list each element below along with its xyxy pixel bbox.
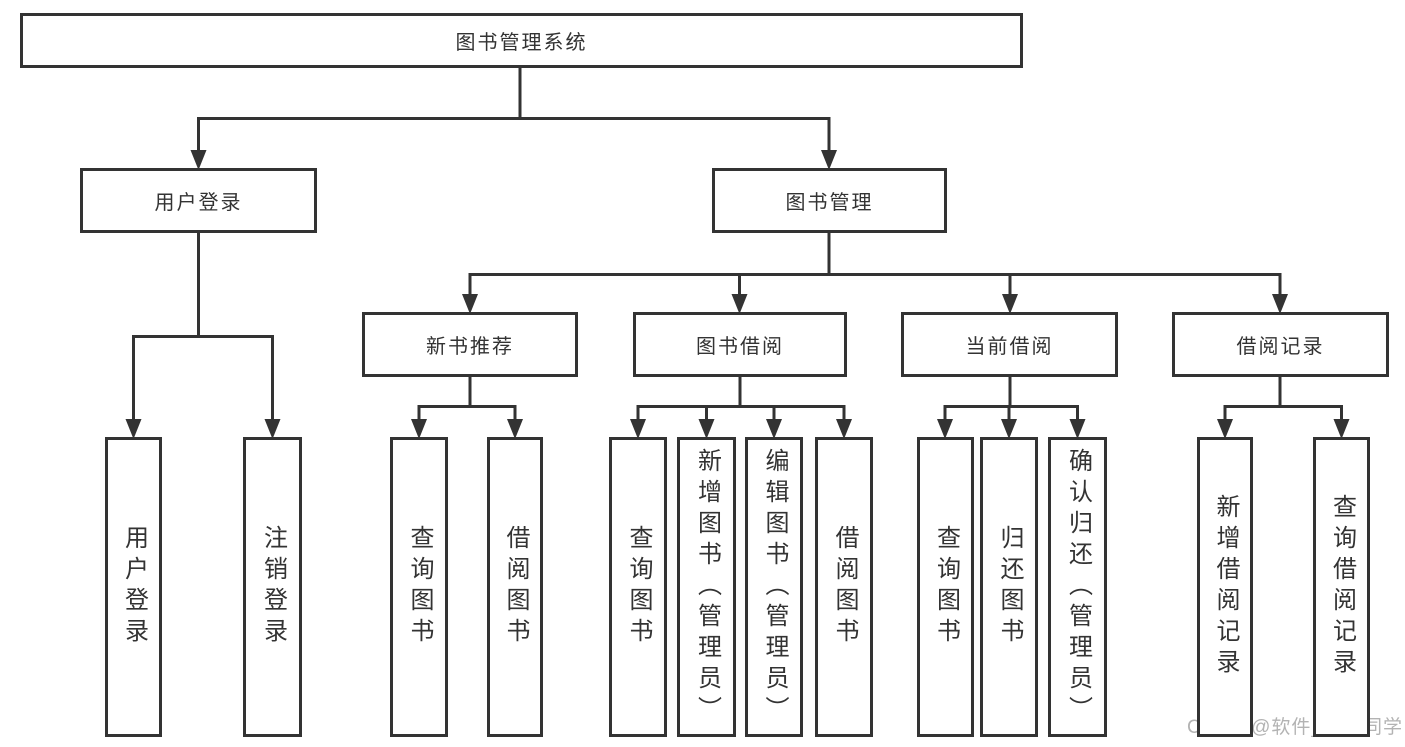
- node-query-books-current: 查询图书: [917, 437, 974, 737]
- arrowhead-down-icon: [821, 150, 837, 170]
- arrowhead-down-icon: [698, 419, 715, 439]
- arrowhead-down-icon: [836, 419, 852, 439]
- node-add-books-admin: 新增图书（管理员）: [677, 437, 736, 737]
- connector-line: [468, 273, 1282, 292]
- node-borrowing-records: 借阅记录: [1172, 312, 1389, 377]
- arrowhead-down-icon: [190, 150, 207, 170]
- arrowhead-down-icon: [1272, 294, 1288, 314]
- node-query-books-borrow: 查询图书: [609, 437, 667, 737]
- node-current-borrowing: 当前借阅: [901, 312, 1118, 377]
- connector-line: [132, 335, 274, 352]
- node-query-books-recommend: 查询图书: [390, 437, 448, 737]
- node-book-borrowing: 图书借阅: [633, 312, 847, 377]
- arrowhead-down-icon: [1217, 419, 1233, 439]
- arrowhead-down-icon: [1002, 294, 1018, 314]
- arrowhead-down-icon: [507, 419, 523, 439]
- node-library-management-system: 图书管理系统: [20, 13, 1023, 68]
- node-edit-books-admin: 编辑图书（管理员）: [745, 437, 803, 737]
- node-borrow-books: 借阅图书: [815, 437, 873, 737]
- node-user-login: 用户登录: [80, 168, 317, 233]
- arrowhead-down-icon: [766, 419, 782, 439]
- arrowhead-down-icon: [937, 419, 953, 439]
- arrowhead-down-icon: [125, 419, 142, 439]
- node-add-borrow-record: 新增借阅记录: [1197, 437, 1253, 737]
- arrowhead-down-icon: [1069, 419, 1086, 439]
- arrowhead-down-icon: [462, 294, 478, 314]
- node-user-login-action: 用户登录: [105, 437, 162, 737]
- connector-line: [197, 117, 831, 132]
- arrowhead-down-icon: [1001, 419, 1017, 439]
- node-book-management: 图书管理: [712, 168, 947, 233]
- arrowhead-down-icon: [630, 419, 646, 439]
- arrowhead-down-icon: [264, 419, 281, 439]
- arrowhead-down-icon: [731, 294, 748, 314]
- arrowhead-down-icon: [411, 419, 427, 439]
- node-borrow-books-recommend: 借阅图书: [487, 437, 543, 737]
- node-new-book-recommendation: 新书推荐: [362, 312, 578, 377]
- node-confirm-return-admin: 确认归还（管理员）: [1048, 437, 1107, 737]
- node-return-books: 归还图书: [980, 437, 1038, 737]
- node-logout-action: 注销登录: [243, 437, 302, 737]
- arrowhead-down-icon: [1333, 419, 1350, 439]
- node-query-borrow-record: 查询借阅记录: [1313, 437, 1370, 737]
